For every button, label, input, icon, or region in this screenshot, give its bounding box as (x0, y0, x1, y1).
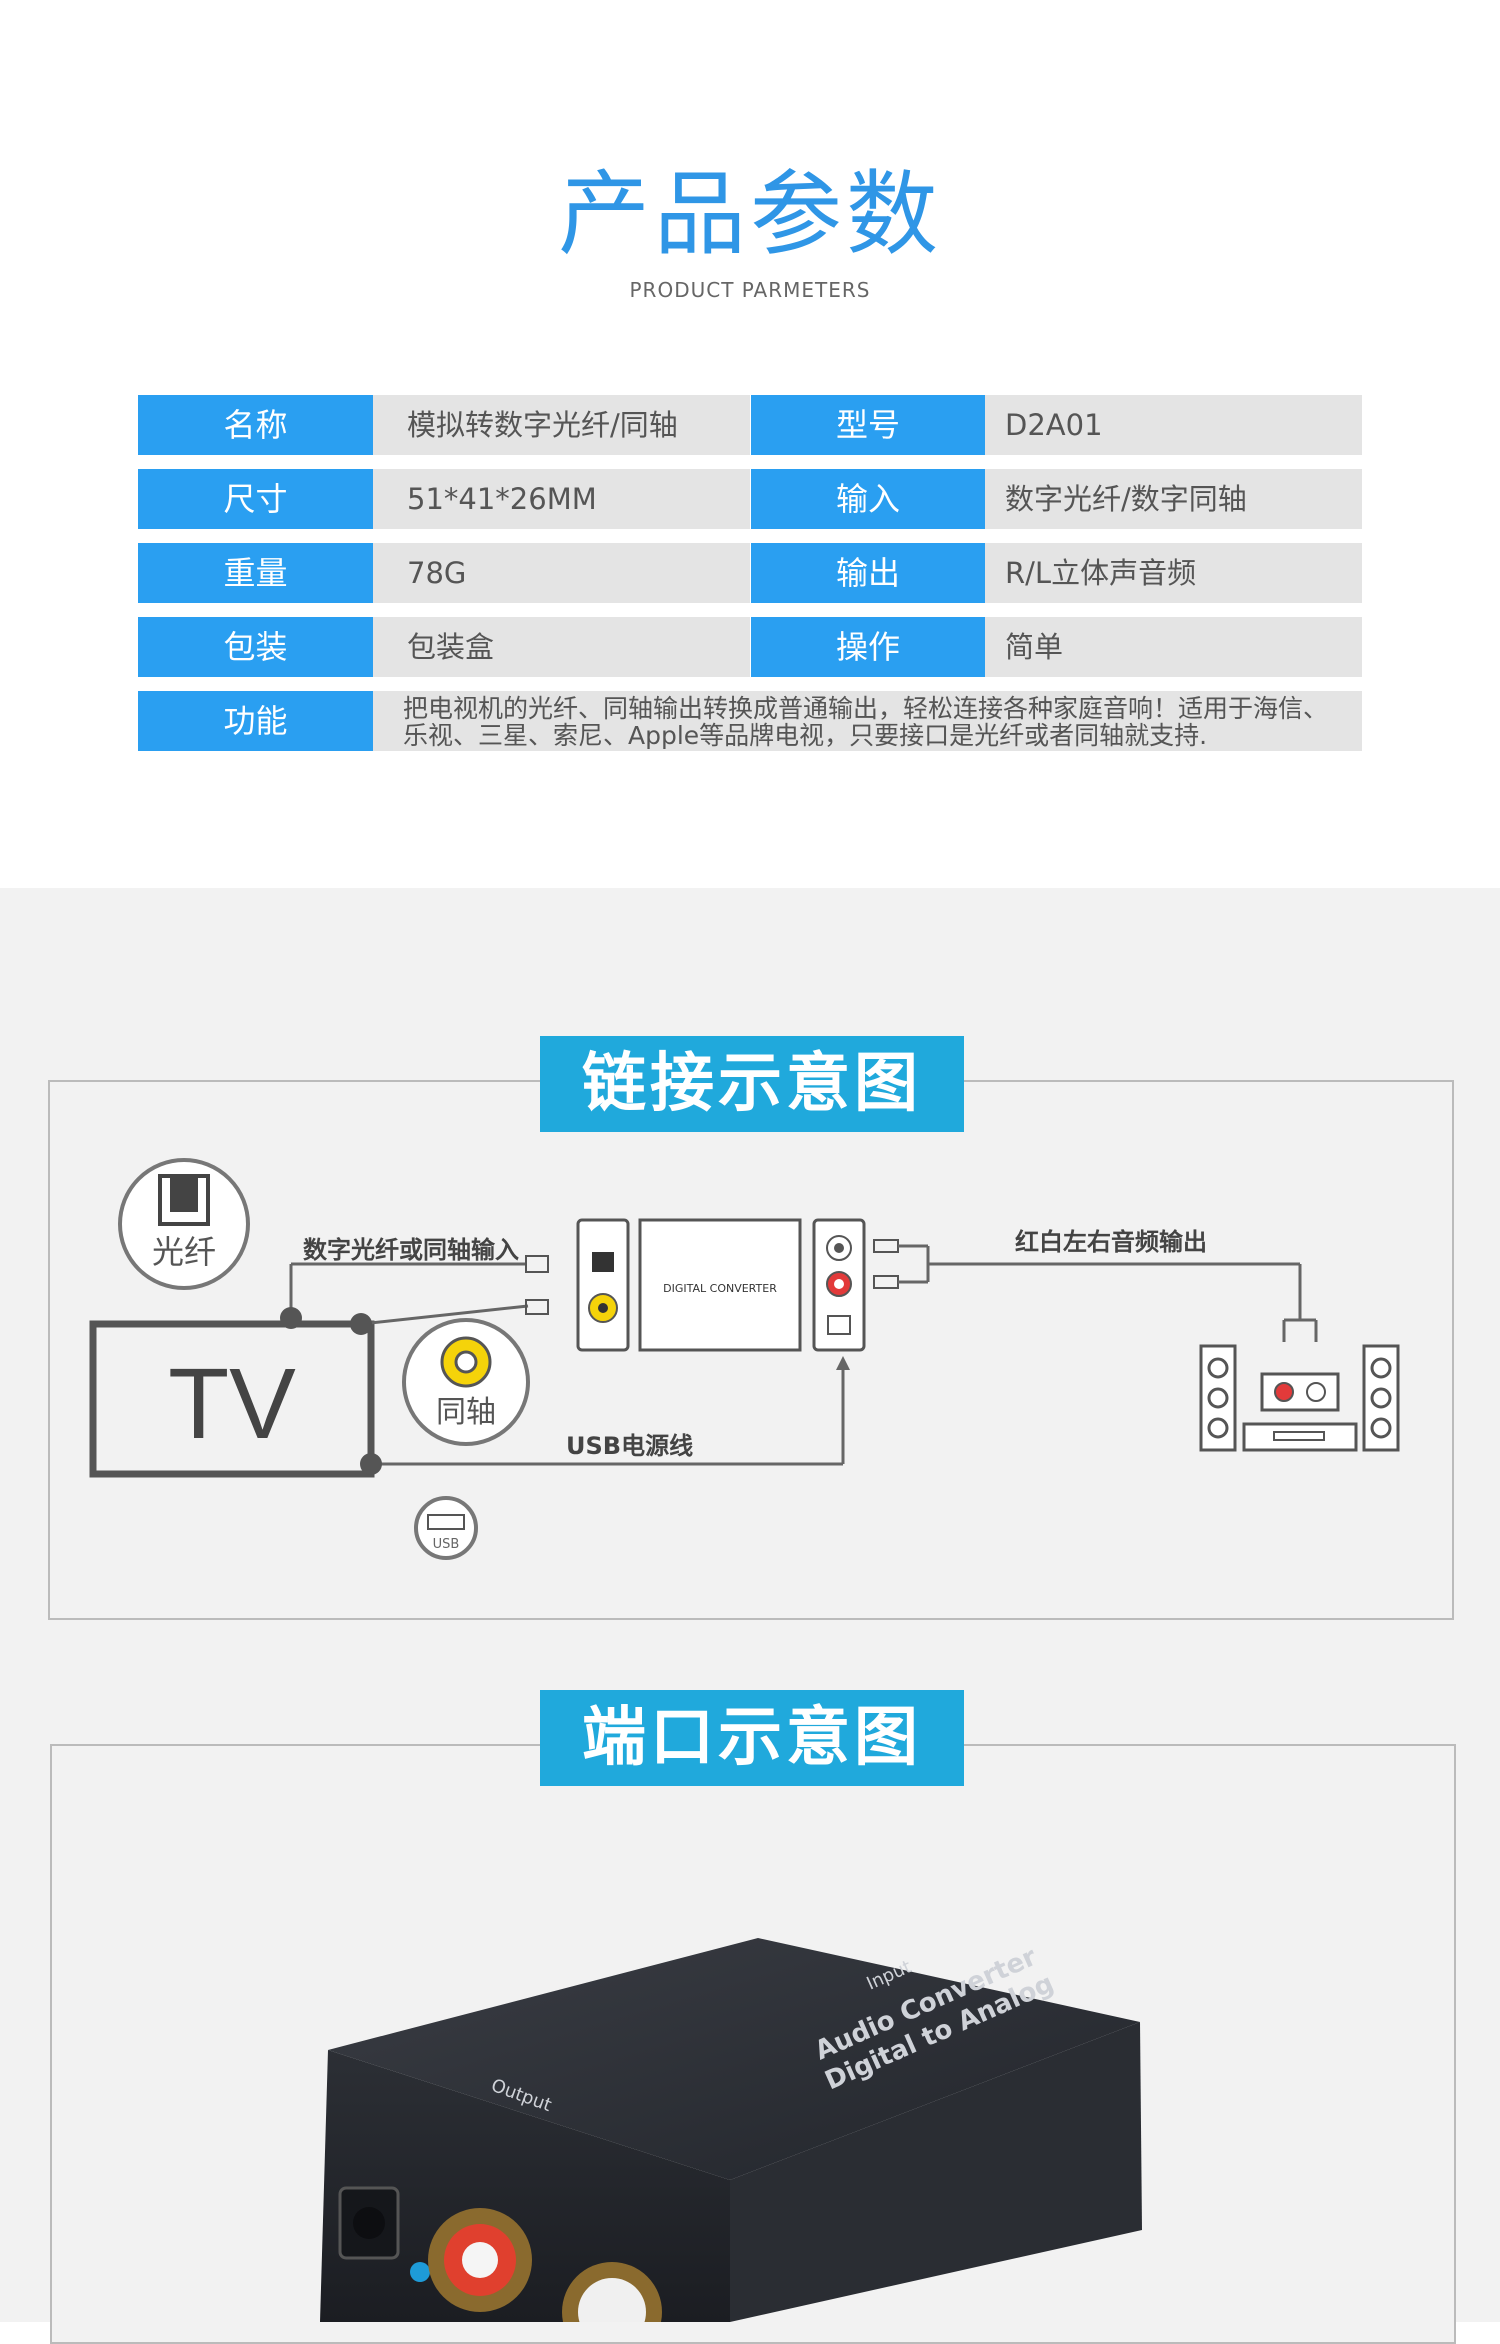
coaxial-label: 同轴 (436, 1395, 496, 1430)
spec-label: 尺寸 (138, 469, 373, 529)
connection-diagram: TV 光纤 同轴 USB DIGITAL CONVERTER 数字光纤或同轴输入 (89, 1158, 1400, 1560)
connection-banner: 链接示意图 (540, 1036, 964, 1132)
converter-photo: Digital to Analog Audio Converter Input … (320, 1938, 1142, 2322)
tv-label: TV (168, 1348, 296, 1460)
power-label: USB电源线 (566, 1432, 693, 1460)
section-subtitle: PRODUCT PARMETERS (629, 278, 871, 302)
converter-device (638, 1218, 802, 1352)
spec-value: 78G (373, 543, 750, 603)
spec-row-function: 功能 把电视机的光纤、同轴输出转换成普通输出，轻松连接各种家庭音响！适用于海信、… (138, 691, 1362, 751)
spec-label: 包装 (138, 617, 373, 677)
spec-label: 名称 (138, 395, 373, 455)
output-label: 红白左右音频输出 (1015, 1228, 1207, 1256)
device-front-face (320, 2050, 730, 2322)
led-indicator (410, 2262, 430, 2282)
spec-value: 包装盒 (373, 617, 750, 677)
optical-label: 光纤 (152, 1233, 216, 1271)
spec-label: 操作 (751, 617, 985, 677)
spec-label: 输出 (751, 543, 985, 603)
spec-row: 包装 包装盒 操作 简单 (138, 617, 1362, 677)
spec-row: 重量 78G 输出 R/L立体声音频 (138, 543, 1362, 603)
amplifier (1242, 1372, 1358, 1452)
spec-row: 名称 模拟转数字光纤/同轴 型号 D2A01 (138, 395, 1362, 455)
usb-label: USB (433, 1537, 460, 1552)
section-title: 产品参数 (557, 161, 942, 268)
specs-section: 产品参数 PRODUCT PARMETERS 名称 模拟转数字光纤/同轴 型号 … (0, 0, 1500, 888)
device-side-face (730, 2022, 1142, 2322)
speaker-right (1362, 1344, 1400, 1452)
spec-label: 功能 (138, 691, 373, 751)
spec-label: 型号 (751, 395, 985, 455)
device-label: DIGITAL CONVERTER (663, 1282, 777, 1295)
device-input-side (576, 1218, 630, 1352)
speaker-left (1199, 1344, 1237, 1452)
spec-label: 输入 (751, 469, 985, 529)
spec-value: 简单 (985, 617, 1362, 677)
spec-value: R/L立体声音频 (985, 543, 1362, 603)
input-label: 数字光纤或同轴输入 (303, 1236, 519, 1264)
spec-value: 51*41*26MM (373, 469, 750, 529)
spec-value: 数字光纤/数字同轴 (985, 469, 1362, 529)
device-top-face (328, 1938, 1140, 2180)
spec-label: 重量 (138, 543, 373, 603)
spec-value: D2A01 (985, 395, 1362, 455)
port-banner: 端口示意图 (540, 1690, 964, 1786)
rca-port-white (578, 2278, 646, 2322)
spec-value: 模拟转数字光纤/同轴 (373, 395, 750, 455)
spec-row: 尺寸 51*41*26MM 输入 数字光纤/数字同轴 (138, 469, 1362, 529)
spec-value: 把电视机的光纤、同轴输出转换成普通输出，轻松连接各种家庭音响！适用于海信、乐视、… (373, 691, 1362, 751)
tv-frame (89, 1320, 375, 1478)
optical-port-inner (170, 1176, 198, 1212)
